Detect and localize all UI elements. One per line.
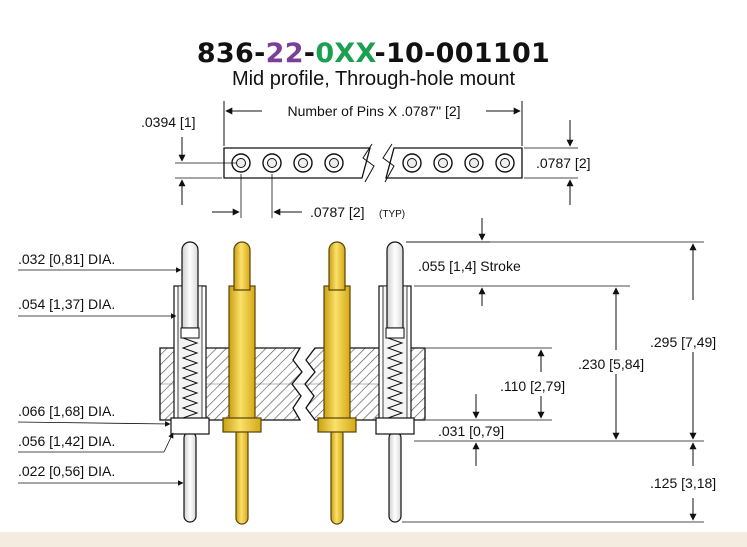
dia-022-label: .022 [0,56] DIA. — [18, 463, 115, 479]
title-part-prefix: 836- — [196, 38, 266, 69]
dim-110-label: .110 [2,79] — [500, 378, 565, 394]
pin-pitch-typ-note: (TYP) — [379, 209, 405, 220]
pin-gold-2 — [317, 241, 357, 525]
pin-section-right — [375, 241, 415, 523]
dim-031-label: .031 [0,79] — [438, 423, 504, 439]
dim-295-label: .295 [7,49] — [650, 334, 716, 350]
edge-offset-label: .0394 [1] — [141, 114, 196, 130]
top-view: Number of Pins X .0787" [2] .0394 [1] .0… — [141, 101, 591, 220]
subtitle: Mid profile, Through-hole mount — [231, 68, 516, 90]
pin-pitch-label: .0787 [2] — [310, 204, 365, 220]
dia-066-label: .066 [1,68] DIA. — [18, 403, 115, 419]
pin-section-left — [170, 241, 210, 523]
footer-band — [0, 532, 747, 547]
dia-054-label: .054 [1,37] DIA. — [18, 296, 115, 312]
title-part-suffix: -10-001101 — [374, 38, 551, 69]
part-number-title: 836-22-0XX-10-001101 — [0, 38, 747, 69]
top-break-mark — [362, 143, 395, 183]
dia-056-label: .056 [1,42] DIA. — [18, 433, 115, 449]
pin-count-dimension-label: Number of Pins X .0787" [2] — [287, 103, 460, 119]
dim-230-label: .230 [5,84] — [578, 356, 644, 372]
title-part-height: 22 — [265, 38, 304, 69]
stroke-label: .055 [1,4] Stroke — [418, 258, 521, 274]
pin-gold-1 — [222, 241, 262, 525]
dim-125-label: .125 [3,18] — [650, 475, 716, 491]
title-part-dash: - — [303, 38, 316, 69]
dia-032-label: .032 [0,81] DIA. — [18, 251, 115, 267]
strip-height-label: .0787 [2] — [536, 155, 591, 171]
side-view: .032 [0,81] DIA. .054 [1,37] DIA. .066 [… — [17, 218, 716, 525]
top-pin-holes — [231, 153, 515, 173]
title-part-pins: 0XX — [315, 38, 375, 69]
